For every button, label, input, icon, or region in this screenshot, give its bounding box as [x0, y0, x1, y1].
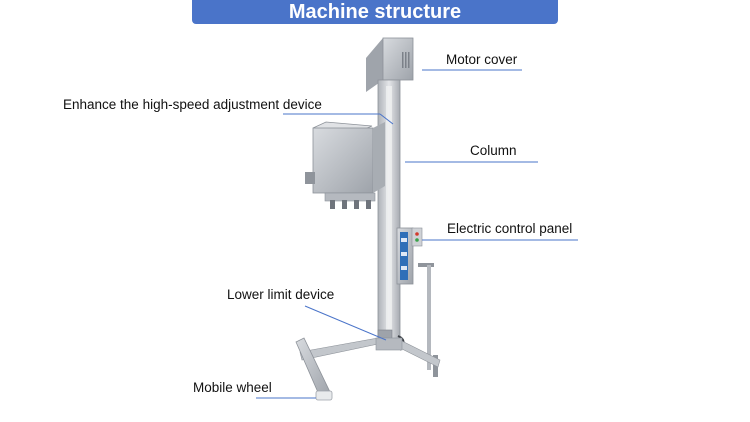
mobile-wheel [315, 390, 333, 401]
electric-control-panel [396, 227, 423, 285]
leader-lower-limit [304, 305, 387, 341]
base-frame [295, 337, 441, 398]
label-mobile-wheel: Mobile wheel [193, 380, 272, 395]
column [377, 79, 401, 343]
label-motor-cover: Motor cover [446, 52, 518, 67]
label-high-speed-adjustment-device: Enhance the high-speed adjustment device [63, 97, 322, 112]
leader-lines [256, 69, 578, 399]
high-speed-adjustment-device [305, 121, 385, 209]
leader-high-speed-tip [379, 113, 394, 125]
title-banner: Machine structure [192, 0, 558, 24]
label-column: Column [470, 143, 517, 158]
label-electric-control-panel: Electric control panel [447, 221, 573, 236]
label-lower-limit-device: Lower limit device [227, 287, 335, 302]
